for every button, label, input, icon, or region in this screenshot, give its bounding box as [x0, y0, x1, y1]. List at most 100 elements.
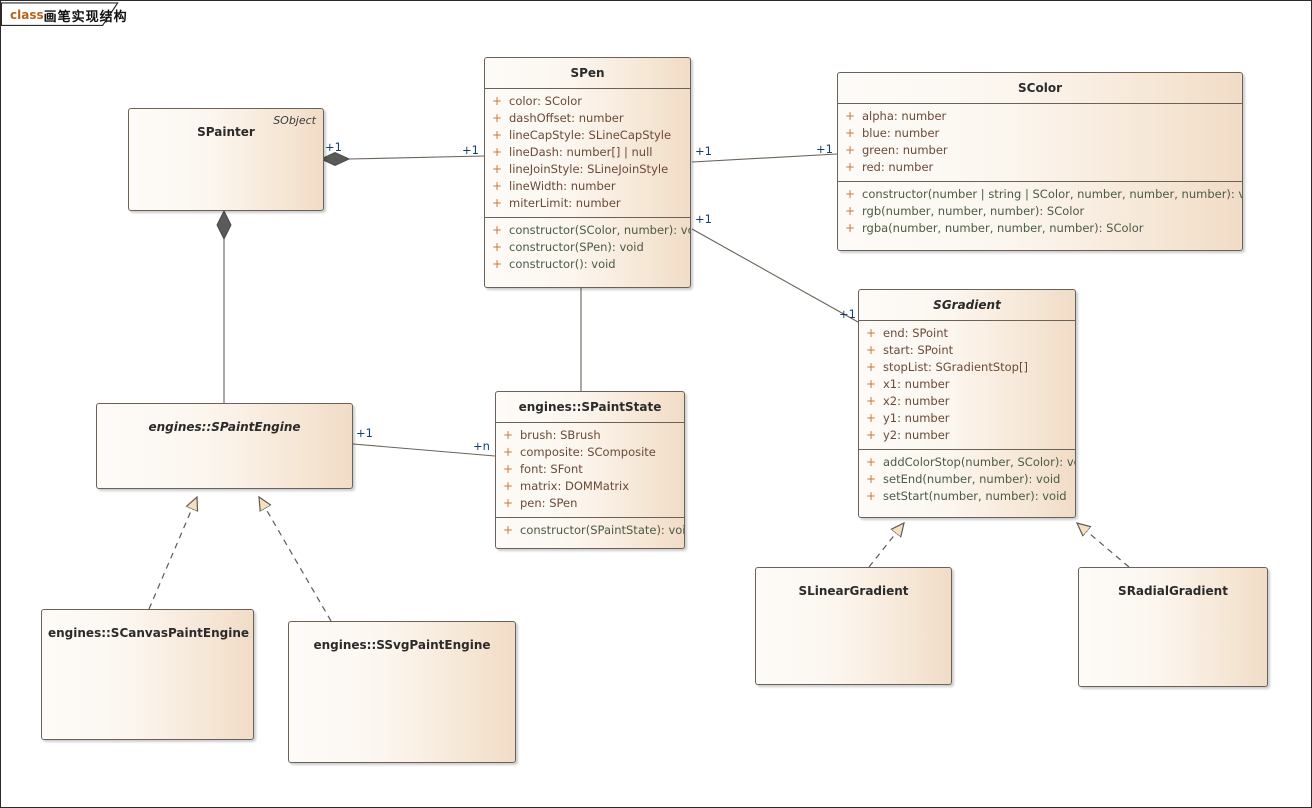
class-header-scanvaspaintengine: engines::SCanvasPaintEngine: [42, 610, 253, 648]
divider: [496, 517, 684, 518]
visibility-public-icon: +: [491, 128, 503, 142]
class-header-spainter: SObject SPainter: [129, 109, 323, 147]
operation-text: setStart(number, number): void: [883, 489, 1067, 503]
visibility-public-icon: +: [491, 223, 503, 237]
attribute-row: +font: SFont: [496, 461, 684, 478]
class-name-ssvgpaintengine: engines::SSvgPaintEngine: [313, 638, 491, 652]
operation-row: +setEnd(number, number): void: [859, 471, 1075, 488]
attribute-text: dashOffset: number: [509, 111, 624, 125]
attribute-row: +lineWidth: number: [485, 178, 690, 195]
visibility-public-icon: +: [844, 187, 856, 201]
class-box-scolor[interactable]: SColor +alpha: number +blue: number +gre…: [837, 72, 1243, 251]
class-name-spaintengine: engines::SPaintEngine: [148, 420, 301, 434]
operation-text: constructor(): void: [509, 257, 616, 271]
class-box-sradialgradient[interactable]: SRadialGradient: [1078, 567, 1268, 687]
class-name-spainter: SPainter: [197, 125, 255, 139]
class-box-sgradient[interactable]: SGradient +end: SPoint +start: SPoint +s…: [858, 289, 1076, 518]
multiplicity-pen-color-target: +1: [816, 142, 833, 156]
visibility-public-icon: +: [865, 377, 877, 391]
attribute-row: +end: SPoint: [859, 325, 1075, 342]
attribute-row: +color: SColor: [485, 93, 690, 110]
multiplicity-pen-color-source: +1: [695, 144, 712, 158]
visibility-public-icon: +: [844, 109, 856, 123]
attribute-row: + lineCapStyle: SLineCapStyle: [485, 127, 690, 144]
attribute-row: +matrix: DOMMatrix: [496, 478, 684, 495]
class-box-spaintstate[interactable]: engines::SPaintState +brush: SBrush +com…: [495, 391, 685, 549]
divider: [838, 103, 1242, 104]
multiplicity-engine-state-target: +n: [473, 439, 490, 453]
link-spainter-spen: [319, 151, 485, 167]
operation-row: +constructor(SPen): void: [485, 239, 690, 256]
attribute-text: red: number: [862, 160, 934, 174]
visibility-public-icon: +: [844, 143, 856, 157]
visibility-public-icon: +: [865, 428, 877, 442]
link-spen-scolor: [691, 153, 838, 163]
class-box-scanvaspaintengine[interactable]: engines::SCanvasPaintEngine: [41, 609, 254, 740]
attribute-row: +y1: number: [859, 410, 1075, 427]
operation-text: constructor(SPaintState): void: [520, 523, 685, 537]
attributes-scolor: +alpha: number +blue: number +green: num…: [838, 104, 1242, 181]
attribute-text: font: SFont: [520, 462, 583, 476]
multiplicity-engine-state-source: +1: [356, 426, 373, 440]
attributes-sgradient: +end: SPoint +start: SPoint +stopList: S…: [859, 321, 1075, 449]
attribute-text: matrix: DOMMatrix: [520, 479, 630, 493]
divider: [485, 217, 690, 218]
visibility-public-icon: +: [865, 343, 877, 357]
operation-text: constructor(SColor, number): void: [509, 223, 691, 237]
class-box-spen[interactable]: SPen +color: SColor +dashOffset: number …: [484, 57, 691, 288]
operation-row: + constructor(SColor, number): void: [485, 222, 690, 239]
multiplicity-painter-pen-target: +1: [462, 143, 479, 157]
attribute-text: end: SPoint: [883, 326, 949, 340]
attributes-spen: +color: SColor +dashOffset: number +line…: [485, 89, 690, 217]
class-name-sgradient: SGradient: [933, 298, 1001, 312]
attribute-row: +brush: SBrush: [496, 427, 684, 444]
class-name-sradialgradient: SRadialGradient: [1118, 584, 1228, 598]
divider: [485, 88, 690, 89]
visibility-public-icon: +: [844, 126, 856, 140]
attribute-text: blue: number: [862, 126, 940, 140]
class-header-spaintstate: engines::SPaintState: [496, 392, 684, 422]
attribute-text: x2: number: [883, 394, 950, 408]
attribute-row: + blue: number: [838, 125, 1242, 142]
divider: [859, 320, 1075, 321]
multiplicity-pen-gradient-target: +1: [839, 307, 856, 321]
attribute-text: x1: number: [883, 377, 950, 391]
visibility-public-icon: +: [491, 240, 503, 254]
visibility-public-icon: +: [865, 411, 877, 425]
visibility-public-icon: +: [502, 445, 514, 459]
visibility-public-icon: +: [491, 196, 503, 210]
attribute-text: brush: SBrush: [520, 428, 601, 442]
class-name-scolor: SColor: [1018, 81, 1062, 95]
link-spen-sgradient: [691, 228, 859, 323]
operation-text: setEnd(number, number): void: [883, 472, 1061, 486]
class-box-slineargradient[interactable]: SLinearGradient: [755, 567, 952, 685]
visibility-public-icon: +: [491, 162, 503, 176]
operation-row: +addColorStop(number, SColor): void: [859, 454, 1075, 471]
attribute-text: lineJoinStyle: SLineJoinStyle: [509, 162, 669, 176]
attribute-row: +lineDash: number[] | null: [485, 144, 690, 161]
class-box-ssvgpaintengine[interactable]: engines::SSvgPaintEngine: [288, 621, 516, 763]
diagram-title-tab: class 画笔实现结构: [1, 1, 128, 29]
operation-row: + setStart(number, number): void: [859, 488, 1075, 505]
link-slineargradient-sgradient: [868, 523, 904, 568]
attribute-row: +start: SPoint: [859, 342, 1075, 359]
attribute-text: miterLimit: number: [509, 196, 621, 210]
link-scanvaspaintengine-spaintengine: [148, 497, 197, 610]
attribute-text: stopList: SGradientStop[]: [883, 360, 1028, 374]
operation-row: +constructor(): void: [485, 256, 690, 273]
visibility-public-icon: +: [502, 523, 514, 537]
class-name-slineargradient: SLinearGradient: [798, 584, 909, 598]
attribute-text: lineCapStyle: SLineCapStyle: [509, 128, 672, 142]
class-box-spainter[interactable]: SObject SPainter: [128, 108, 324, 211]
operation-text: constructor(number | string | SColor, nu…: [862, 187, 1243, 201]
link-sradialgradient-sgradient: [1077, 523, 1130, 568]
visibility-public-icon: +: [865, 489, 877, 503]
class-box-spaintengine[interactable]: engines::SPaintEngine: [96, 403, 353, 489]
attribute-row: + miterLimit: number: [485, 195, 690, 212]
visibility-public-icon: +: [844, 160, 856, 174]
attributes-spaintstate: +brush: SBrush +composite: SComposite +f…: [496, 423, 684, 517]
visibility-public-icon: +: [502, 496, 514, 510]
multiplicity-pen-gradient-source: +1: [695, 212, 712, 226]
diagram-name: 画笔实现结构: [43, 9, 128, 25]
